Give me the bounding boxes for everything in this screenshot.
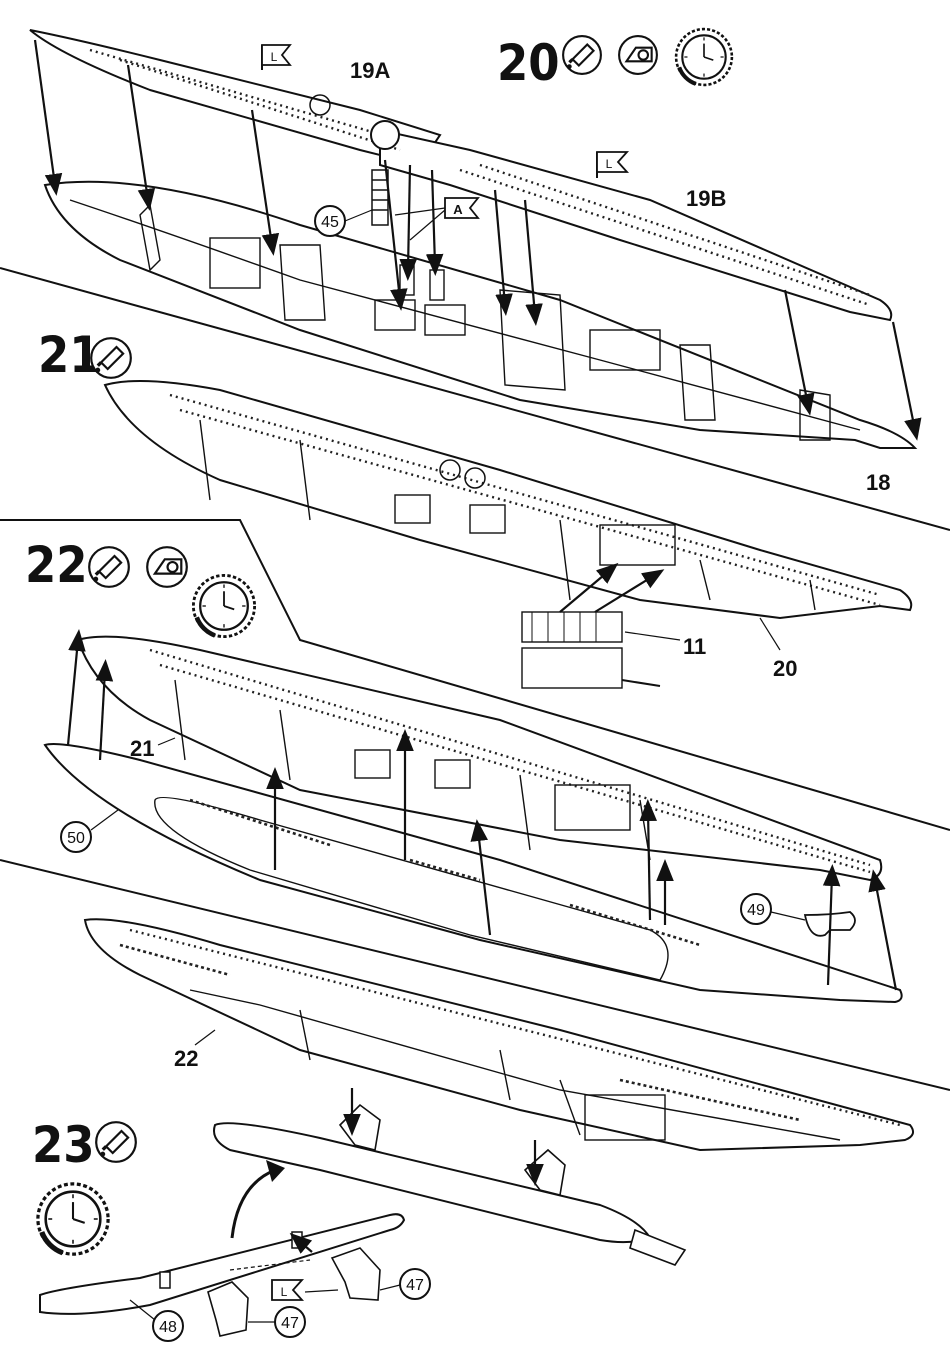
- left-flag-marker-19b: L: [597, 152, 627, 178]
- left-flag-marker-19a: L: [262, 45, 290, 70]
- label-part-11: 11: [683, 634, 706, 659]
- circled-label-48: 48: [153, 1311, 183, 1341]
- step-21-icons: [91, 338, 131, 378]
- svg-text:45: 45: [321, 214, 339, 231]
- a-flag-marker: A: [395, 198, 478, 240]
- step-20-icons: [563, 29, 732, 85]
- left-flag-marker-48: L: [272, 1280, 302, 1300]
- svg-text:47: 47: [281, 1315, 299, 1332]
- glue-tube-icon: [96, 1122, 136, 1162]
- clock-icon: [193, 575, 254, 636]
- label-part-18: 18: [866, 470, 890, 495]
- step-number-20: 20: [497, 34, 560, 92]
- circled-label-45: 45: [315, 206, 345, 236]
- glue-tube-icon: [91, 338, 131, 378]
- svg-text:49: 49: [747, 902, 765, 919]
- svg-text:47: 47: [406, 1277, 424, 1294]
- svg-text:50: 50: [67, 830, 85, 847]
- svg-text:A: A: [453, 202, 463, 217]
- svg-text:L: L: [606, 157, 613, 171]
- circled-label-47-upper: 47: [400, 1269, 430, 1299]
- circled-label-49: 49: [741, 894, 771, 924]
- step-number-22: 22: [25, 536, 88, 594]
- tape-icon: [619, 36, 657, 74]
- label-part-19b: 19B: [686, 186, 726, 211]
- part-47-bracket-a: [208, 1282, 248, 1336]
- glue-tube-icon: [563, 36, 601, 74]
- label-part-20: 20: [773, 656, 797, 681]
- svg-text:48: 48: [159, 1319, 177, 1336]
- svg-text:L: L: [271, 50, 278, 64]
- step-number-23: 23: [32, 1116, 95, 1174]
- circled-label-47-lower: 47: [275, 1307, 305, 1337]
- placement-arrow: [232, 1170, 275, 1238]
- keel-stand-part: [214, 1123, 650, 1242]
- clock-icon: [676, 29, 732, 85]
- step-22-icons: [89, 547, 254, 636]
- part-47-bracket-b: [332, 1248, 380, 1300]
- tape-icon: [147, 547, 187, 587]
- label-part-19a: 19A: [350, 58, 390, 83]
- circled-label-50: 50: [61, 822, 91, 852]
- label-part-21: 21: [130, 736, 154, 761]
- svg-text:L: L: [281, 1285, 288, 1299]
- clock-icon: [38, 1184, 108, 1254]
- part-11-torpedo-racks: [522, 612, 660, 688]
- label-part-22: 22: [174, 1046, 198, 1071]
- glue-tube-icon: [89, 547, 129, 587]
